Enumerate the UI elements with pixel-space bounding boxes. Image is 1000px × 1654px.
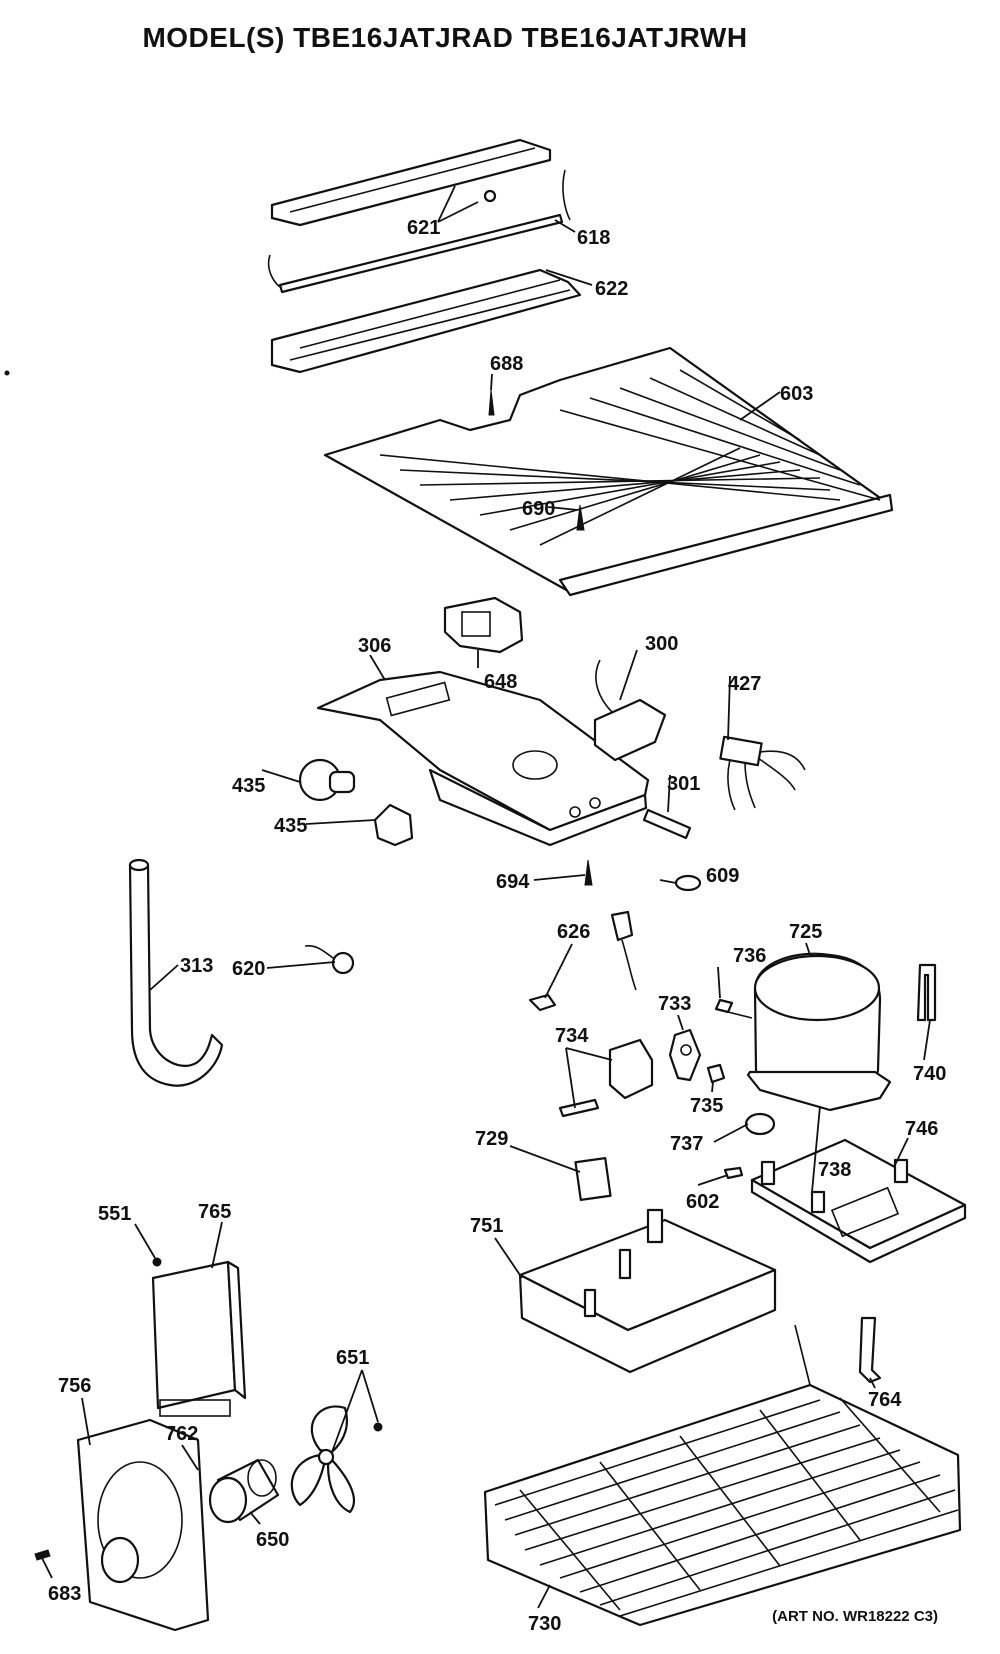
- part-306-housing: [316, 670, 650, 847]
- part-740-clip: [916, 963, 937, 1022]
- part-602: [723, 1166, 744, 1180]
- label-621: 621: [407, 217, 440, 239]
- part-648-thermostat: [443, 596, 524, 654]
- part-609-clip: [674, 874, 702, 892]
- label-735: 735: [690, 1095, 723, 1117]
- part-626: [528, 910, 637, 1012]
- label-694: 694: [496, 871, 530, 893]
- part-618-rod: [267, 169, 571, 294]
- part-622-channel: [270, 268, 582, 374]
- part-725-compressor: [719, 952, 892, 1112]
- label-435-a: 435: [232, 775, 265, 797]
- part-694-screw: [584, 859, 593, 886]
- label-738: 738: [818, 1159, 851, 1181]
- label-626: 626: [557, 921, 590, 943]
- label-737: 737: [670, 1133, 703, 1155]
- art-number: (ART NO. WR18222 C3): [772, 1608, 938, 1625]
- label-733: 733: [658, 993, 691, 1015]
- part-683-screw: [34, 1549, 51, 1561]
- part-690-screw: [576, 504, 585, 531]
- label-609: 609: [706, 865, 739, 887]
- stray-dot: [4, 370, 10, 376]
- label-762: 762: [165, 1423, 198, 1445]
- part-729-capacitor: [574, 1156, 612, 1202]
- part-435-bulb: [298, 758, 356, 802]
- part-300-switch: [593, 659, 667, 762]
- part-764: [858, 1316, 882, 1384]
- part-427-harness: [719, 735, 806, 811]
- part-603-shelf: [323, 346, 894, 597]
- label-551: 551: [98, 1203, 131, 1225]
- part-620: [304, 945, 355, 975]
- label-620: 620: [232, 958, 265, 980]
- label-734: 734: [555, 1025, 589, 1047]
- label-622: 622: [595, 278, 628, 300]
- label-729: 729: [475, 1128, 508, 1150]
- part-746-baseplate: [750, 1138, 967, 1264]
- label-725: 725: [789, 921, 822, 943]
- label-651: 651: [336, 1347, 369, 1369]
- label-427: 427: [728, 673, 761, 695]
- part-301-pin: [642, 808, 692, 840]
- label-602: 602: [686, 1191, 719, 1213]
- label-730: 730: [528, 1613, 561, 1635]
- part-435-socket: [373, 803, 414, 847]
- label-765: 765: [198, 1201, 231, 1223]
- label-683: 683: [48, 1583, 81, 1605]
- label-435-b: 435: [274, 815, 307, 837]
- label-648: 648: [484, 671, 517, 693]
- label-306: 306: [358, 635, 391, 657]
- part-736: [714, 998, 734, 1014]
- label-690: 690: [522, 498, 555, 520]
- part-735: [706, 1063, 726, 1084]
- label-756: 756: [58, 1375, 91, 1397]
- label-740: 740: [913, 1063, 946, 1085]
- part-621-light-shield: [270, 138, 552, 227]
- part-756-shroud: [76, 1418, 210, 1632]
- label-300: 300: [645, 633, 678, 655]
- part-labels: 621 618 622 688 603 690 648 306 300 427 …: [48, 217, 946, 1635]
- label-746: 746: [905, 1118, 938, 1140]
- part-734-overload: [558, 1038, 654, 1118]
- part-313-tube: [128, 863, 224, 1087]
- label-313: 313: [180, 955, 213, 977]
- part-551-screw: [152, 1257, 162, 1267]
- label-751: 751: [470, 1215, 503, 1237]
- part-651-fan-blade: [290, 1405, 383, 1514]
- part-737-grommet: [744, 1112, 776, 1136]
- part-730-condenser: [483, 1324, 962, 1627]
- label-688: 688: [490, 353, 523, 375]
- part-765-cover: [151, 1260, 247, 1417]
- part-751-drain-pan: [518, 1208, 777, 1374]
- diagram-title: MODEL(S) TBE16JATJRAD TBE16JATJRWH: [142, 22, 748, 53]
- part-650-motor: [208, 1458, 280, 1524]
- label-764: 764: [868, 1389, 902, 1411]
- label-618: 618: [577, 227, 610, 249]
- part-733-relay: [668, 1028, 702, 1082]
- leader-lines: [41, 185, 931, 1609]
- label-650: 650: [256, 1529, 289, 1551]
- label-603: 603: [780, 383, 813, 405]
- label-301: 301: [667, 773, 700, 795]
- part-688-screw: [488, 389, 495, 416]
- label-736: 736: [733, 945, 766, 967]
